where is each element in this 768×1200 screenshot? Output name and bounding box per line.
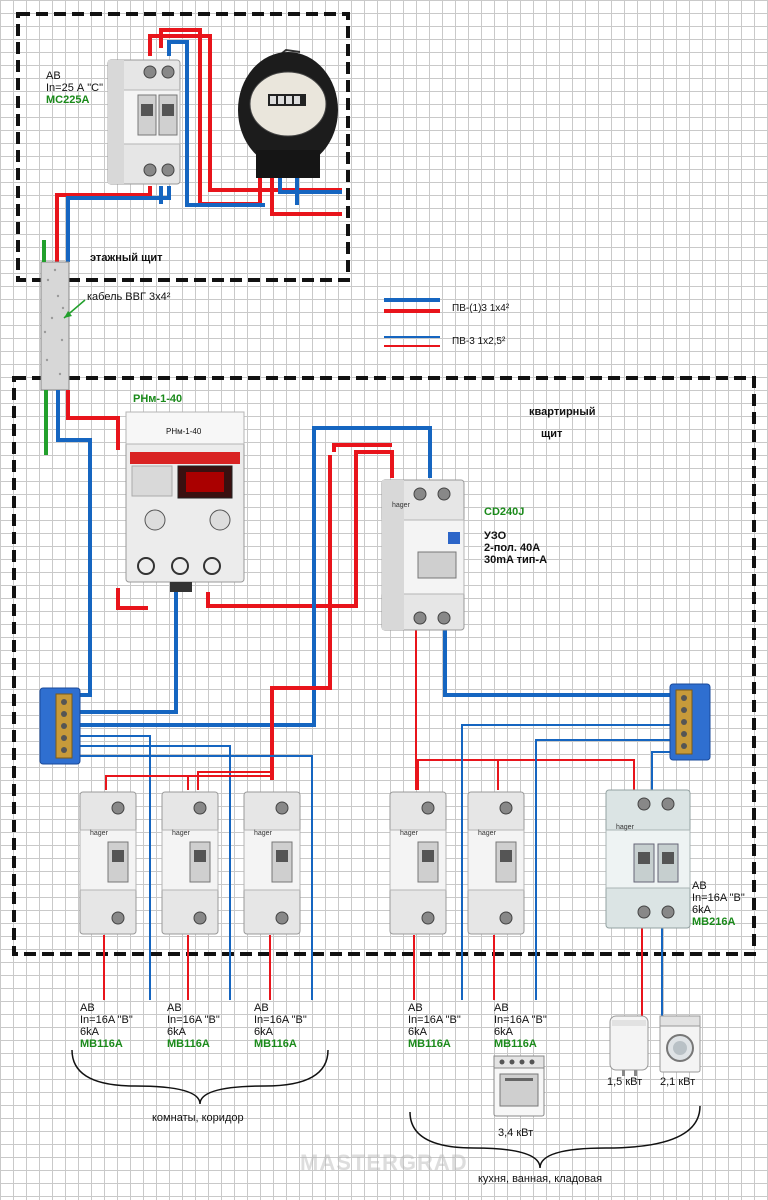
apartment-panel-title-1: квартирный xyxy=(529,406,596,418)
brand-label-rcd: hager xyxy=(392,502,410,509)
breaker-5-line2: In=16A "B" xyxy=(494,1014,547,1026)
breaker-1-line2: In=16A "B" xyxy=(80,1014,133,1026)
apartment-panel-title-2: щит xyxy=(541,428,563,440)
breaker-4-line3: 6kA xyxy=(408,1026,427,1038)
breaker-2pole-line2: In=16A "B" xyxy=(692,892,745,904)
brand-label-5: hager xyxy=(478,830,496,837)
rcd-device xyxy=(381,479,465,631)
breaker-5-model: MB116A xyxy=(494,1038,537,1050)
legend-label-1: ПВ-(1)3 1х4² xyxy=(452,303,510,314)
water-heater-icon xyxy=(609,1015,649,1076)
brand-label-4: hager xyxy=(400,830,418,837)
breaker-3-model: MB116A xyxy=(254,1038,297,1050)
rcd-line3: 30mA тип-А xyxy=(484,554,548,566)
breaker-4-line2: In=16A "B" xyxy=(408,1014,461,1026)
brand-label-6: hager xyxy=(616,824,634,831)
group-rooms-label: комнаты, коридор xyxy=(152,1112,244,1124)
breaker-5-label: АВ In=16A "B" 6kA MB116A xyxy=(494,1002,547,1050)
brand-label-2: hager xyxy=(172,830,190,837)
legend-label-2: ПВ-3 1х2,5² xyxy=(452,336,506,347)
cable-label: кабель ВВГ 3х4² xyxy=(87,291,171,303)
floor-breaker-line2: In=25 А "С" xyxy=(46,82,104,94)
neutral-busbar-right xyxy=(669,683,711,761)
rcd-line2: 2-пол. 40А xyxy=(484,542,541,554)
breaker-2pole-line1: АВ xyxy=(692,880,707,892)
breaker-2-line3: 6kA xyxy=(167,1026,186,1038)
floor-panel-title: этажный щит xyxy=(90,252,163,264)
breaker-1-label: АВ In=16A "B" 6kA MB116A xyxy=(80,1002,133,1050)
floor-breaker-label: АВ In=25 А "С" МС225А xyxy=(46,70,103,106)
breaker-2pole-model: MB216A xyxy=(692,916,736,928)
breaker-5-line3: 6kA xyxy=(494,1026,513,1038)
floor-breaker-model: МС225А xyxy=(46,94,90,106)
voltage-relay xyxy=(125,411,245,592)
breaker-4-device xyxy=(389,791,447,935)
breaker-4-model: MB116A xyxy=(408,1038,451,1050)
floor-breaker-line1: АВ xyxy=(46,70,61,82)
brace-rooms xyxy=(71,1049,329,1105)
rcd-label: CD240J УЗО 2-пол. 40А 30mA тип-А xyxy=(484,506,547,566)
breaker-5-device xyxy=(467,791,525,935)
apartment-panel-border xyxy=(12,376,756,956)
rcd-line1: УЗО xyxy=(484,530,507,542)
floor-panel-wiring xyxy=(55,28,342,262)
breaker-2-line1: АВ xyxy=(167,1002,182,1014)
relay-model-label: РНм-1-40 xyxy=(133,393,183,405)
outgoing-wires xyxy=(103,925,663,1018)
breaker-2-device xyxy=(161,791,219,935)
neutral-busbar-left xyxy=(39,687,81,765)
apartment-wiring-branch xyxy=(76,630,672,1000)
relay-front-text: РНм-1-40 xyxy=(166,427,202,436)
breaker-2pole-line3: 6kA xyxy=(692,904,711,916)
brand-label-1: hager xyxy=(90,830,108,837)
brace-kitchen xyxy=(409,1105,701,1169)
breaker-4-label: АВ In=16A "B" 6kA MB116A xyxy=(408,1002,461,1050)
breaker-1-line1: АВ xyxy=(80,1002,95,1014)
rcd-model: CD240J xyxy=(484,506,525,518)
watermark: MASTERGRAD xyxy=(300,1150,468,1175)
cable-vvg xyxy=(40,261,70,391)
breaker-2-label: АВ In=16A "B" 6kA MB116A xyxy=(167,1002,220,1050)
stove-icon xyxy=(493,1055,545,1117)
washing-machine-power: 2,1 кВт xyxy=(660,1076,696,1088)
breaker-3-line1: АВ xyxy=(254,1002,269,1014)
apartment-wiring-main xyxy=(56,390,672,780)
breaker-3-line2: In=16A "B" xyxy=(254,1014,307,1026)
breaker-2pole-device xyxy=(605,789,691,929)
breaker-1-device xyxy=(79,791,137,935)
electricity-meter xyxy=(238,48,338,178)
water-heater-power: 1,5 кВт xyxy=(607,1076,643,1088)
breaker-2-model: MB116A xyxy=(167,1038,210,1050)
breaker-2-line2: In=16A "B" xyxy=(167,1014,220,1026)
breaker-3-device xyxy=(243,791,301,935)
breaker-3-label: АВ In=16A "B" 6kA MB116A xyxy=(254,1002,307,1050)
breaker-4-line1: АВ xyxy=(408,1002,423,1014)
stove-power: 3,4 кВт xyxy=(498,1127,534,1139)
breaker-1-line3: 6kA xyxy=(80,1026,99,1038)
breaker-3-line3: 6kA xyxy=(254,1026,273,1038)
breaker-5-line1: АВ xyxy=(494,1002,509,1014)
washing-machine-icon xyxy=(659,1015,701,1073)
floor-breaker-device xyxy=(107,59,181,185)
floor-panel-border xyxy=(16,12,350,282)
breaker-2pole-label: АВ In=16A "B" 6kA MB216A xyxy=(692,880,745,928)
breaker-1-model: MB116A xyxy=(80,1038,123,1050)
brand-label-3: hager xyxy=(254,830,272,837)
group-kitchen-label: кухня, ванная, кладовая xyxy=(478,1173,603,1185)
